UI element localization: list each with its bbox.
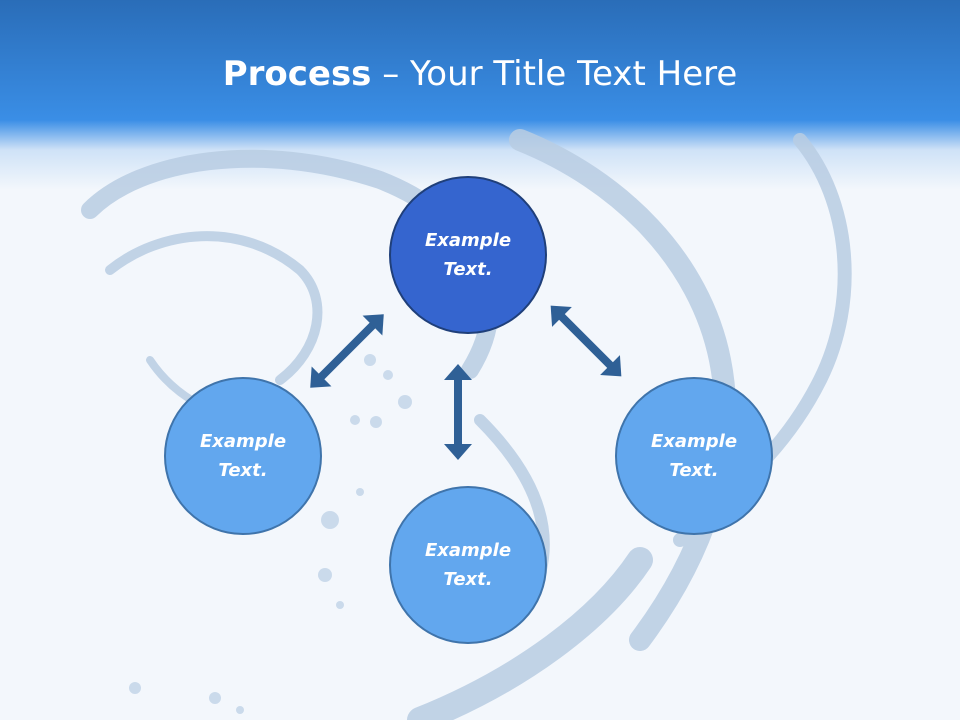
- node-left-label: Example Text.: [199, 431, 287, 481]
- title-bold: Process: [222, 54, 372, 94]
- node-right-label: Example Text.: [650, 431, 738, 481]
- node-bottom-label: Example Text.: [424, 540, 512, 590]
- node-right: Example Text.: [615, 377, 773, 535]
- header-band: [0, 0, 960, 190]
- arrow-top-right: [550, 305, 622, 377]
- node-top-label: Example Text.: [424, 230, 512, 280]
- title-rest: – Your Title Text Here: [371, 54, 738, 94]
- node-top: Example Text.: [389, 176, 547, 334]
- arrow-top-bottom: [444, 364, 472, 460]
- node-bottom: Example Text.: [389, 486, 547, 644]
- arrow-top-left: [310, 314, 384, 388]
- node-left: Example Text.: [164, 377, 322, 535]
- slide-title: Process – Your Title Text Here: [0, 52, 960, 96]
